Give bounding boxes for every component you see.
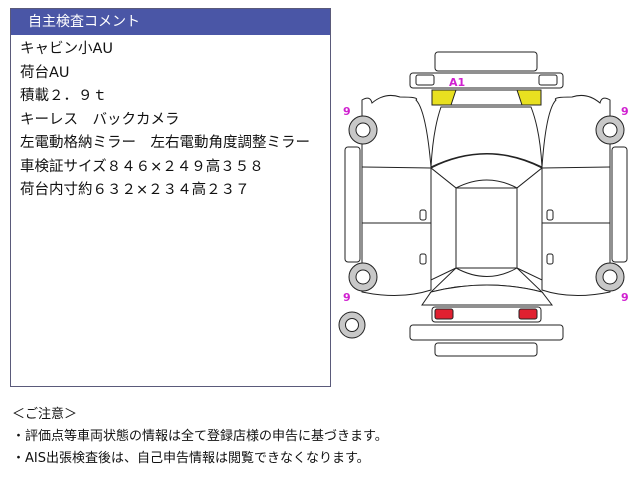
hood [430, 106, 543, 168]
headlight-right [516, 89, 542, 106]
wheel-mark: 9 [621, 105, 629, 118]
side-step-left [344, 146, 361, 263]
front-lamp-right [538, 74, 558, 86]
notes-heading: ＜ご注意＞ [12, 407, 78, 422]
rear-bumper-bottom [434, 342, 538, 357]
rear-bumper [409, 324, 564, 341]
vehicle-condition-diagram: A1 9 9 9 9 [338, 51, 629, 357]
tailgate [421, 284, 554, 306]
front-lamp-left [415, 74, 435, 86]
comment-line: 荷台内寸約６３２×２３４高２３７ [20, 182, 250, 198]
door-handle [419, 253, 427, 265]
comment-list: キャビン小AU 荷台AU 積載２．９ｔ キーレス バックカメラ 左電動格納ミラー… [11, 35, 330, 203]
comment-line: キャビン小AU [20, 41, 114, 57]
rear-panel [431, 306, 542, 323]
panel-title: 自主検査コメント [11, 9, 330, 35]
headlight-left [431, 89, 457, 106]
left-body [360, 95, 432, 297]
door-line [541, 166, 611, 169]
front-damage-mark: A1 [449, 76, 465, 89]
left-pillar [430, 166, 457, 281]
comment-line: 左電動格納ミラー 左右電動角度調整ミラー [20, 135, 310, 151]
taillight-left [434, 308, 454, 320]
roof [455, 187, 518, 269]
note-item: ・評価点等車両状態の情報は全て登録店様の申告に基づきます。 [12, 429, 388, 444]
notes: ＜ご注意＞ ・評価点等車両状態の情報は全て登録店様の申告に基づきます。 ・AIS… [12, 404, 388, 470]
note-item: ・AIS出張検査後は、自己申告情報は閲覧できなくなります。 [12, 451, 370, 466]
door-handle [546, 209, 554, 221]
taillight-right [518, 308, 538, 320]
comment-line: 荷台AU [20, 64, 70, 81]
side-step-right [611, 146, 628, 263]
front-bumper [409, 72, 564, 89]
inspection-comment-panel: 自主検査コメント キャビン小AU 荷台AU 積載２．９ｔ キーレス バックカメラ… [10, 8, 331, 387]
front-bumper-top [434, 51, 538, 72]
comment-line: キーレス バックカメラ [20, 111, 180, 128]
comment-line: 車検証サイズ８４６×２４９高３５８ [20, 158, 264, 175]
right-body [541, 95, 612, 297]
comment-line: 積載２．９ｔ [20, 88, 107, 104]
door-handle [546, 253, 554, 265]
door-handle [419, 209, 427, 221]
wheel-mark: 9 [343, 105, 351, 118]
door-line [361, 166, 432, 169]
right-pillar [516, 166, 543, 281]
wheel-mark: 9 [621, 291, 629, 304]
wheel-mark: 9 [343, 291, 351, 304]
